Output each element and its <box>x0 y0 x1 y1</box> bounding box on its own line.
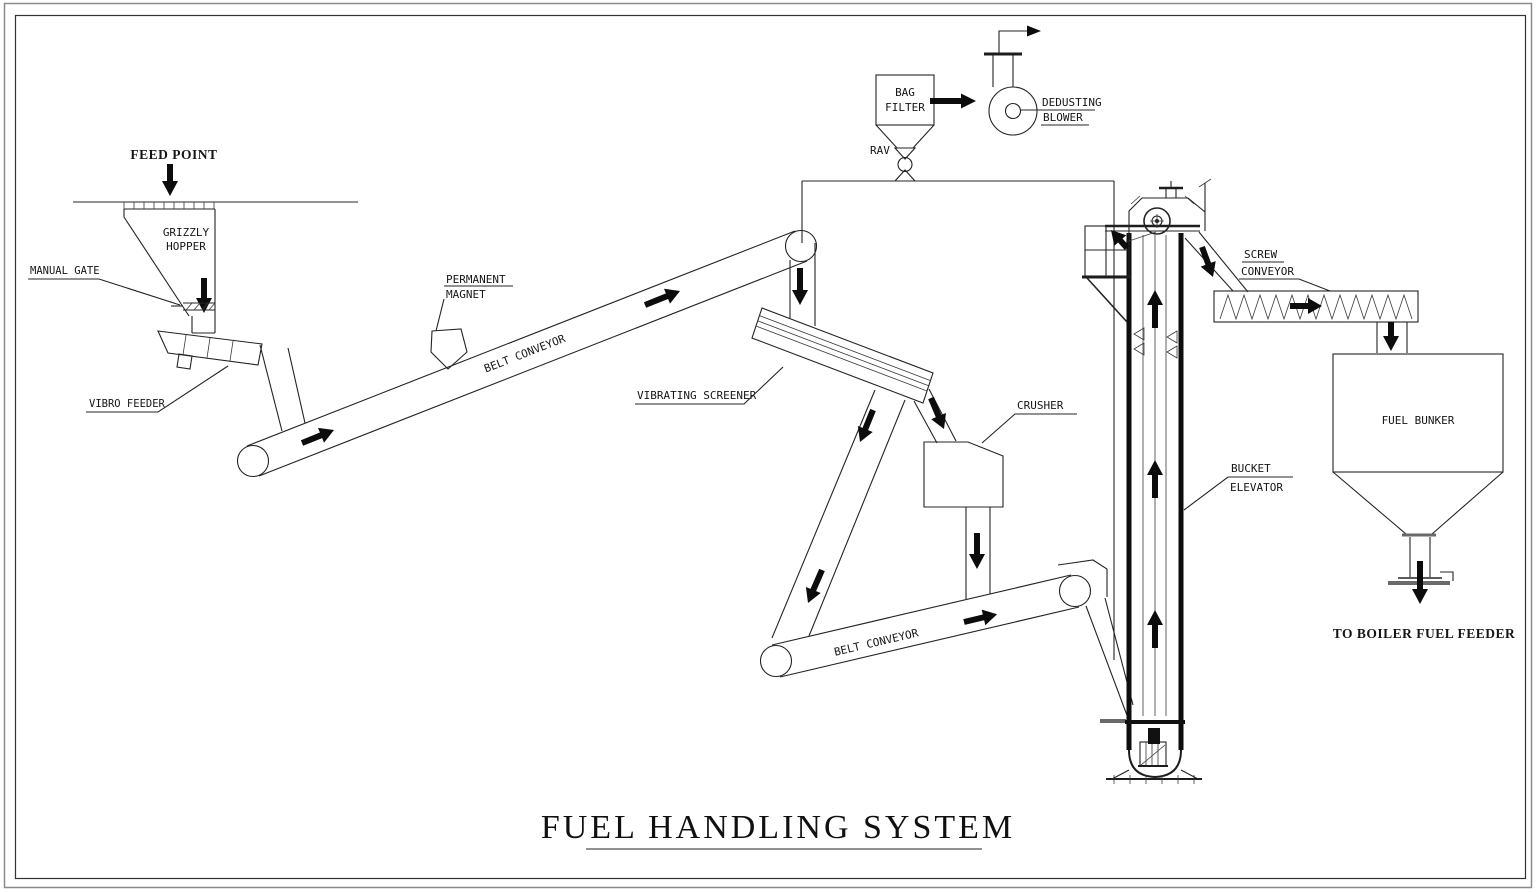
blower-volute <box>988 86 1038 136</box>
bag-filter-label-line1: BAG <box>895 86 915 99</box>
dedusting-duct <box>801 178 1212 660</box>
down-arrow-icon <box>805 568 825 603</box>
rav-label: RAV <box>870 144 890 157</box>
ground-line <box>73 201 358 210</box>
flow-arrow-icon <box>963 609 998 626</box>
crusher-label: CRUSHER <box>1017 399 1064 412</box>
blower-hub <box>1004 102 1022 120</box>
flow-arrow-icon <box>643 288 680 308</box>
dedusting-blower-label-line1: DEDUSTING <box>1042 96 1102 109</box>
feed-point-label: FEED POINT <box>130 147 217 162</box>
vibro-feeder-leader <box>86 365 229 413</box>
vibrating-screener-label: VIBRATING SCREENER <box>637 389 757 402</box>
permanent-magnet-label-line2: MAGNET <box>446 288 486 301</box>
bunker-feed-spout <box>1376 322 1408 353</box>
up-arrow-icon <box>1147 610 1163 648</box>
bag-filter-label-line2: FILTER <box>885 101 925 114</box>
permanent-magnet-leader <box>435 298 445 332</box>
to-boiler-fuel-feeder-label: TO BOILER FUEL FEEDER <box>1333 626 1515 641</box>
drawing-frame <box>3 2 1533 889</box>
screw-trough <box>1213 290 1419 323</box>
vibrating-screener-leader <box>635 366 784 405</box>
head-pulley <box>784 229 818 263</box>
support-brace <box>1086 277 1128 323</box>
down-arrow-icon <box>196 278 212 313</box>
down-arrow-icon <box>162 164 178 196</box>
screw-flight <box>1219 293 1413 321</box>
flow-arrow-icon <box>1290 298 1322 314</box>
belt-conveyor-upper: BELT CONVEYOR <box>236 229 818 478</box>
down-arrow-icon <box>1412 561 1428 604</box>
head-pulley <box>1143 207 1171 235</box>
screener-underflow-chute <box>771 389 906 639</box>
crusher: CRUSHER <box>913 388 1077 599</box>
down-arrow-icon <box>792 268 808 305</box>
bag-filter: BAG FILTER <box>875 74 935 149</box>
bucket-symbols <box>1133 327 1178 359</box>
dedusting-blower-label-line2: BLOWER <box>1043 111 1083 124</box>
fuel-bunker: FUEL BUNKER TO BOILER FUEL FEEDER <box>1332 353 1515 641</box>
feed-point: FEED POINT <box>130 147 217 196</box>
duct-flow-arrow-icon <box>930 93 976 109</box>
screw-conveyor: SCREW CONVEYOR <box>1184 231 1419 353</box>
exhaust-arrow-icon <box>1027 25 1041 37</box>
vibro-feeder: VIBRO FEEDER <box>86 330 306 432</box>
down-arrow-icon <box>1383 322 1399 351</box>
screw-conveyor-leader <box>1239 278 1331 292</box>
down-arrow-icon <box>857 408 876 442</box>
dust-flow-arrow-icon <box>1111 230 1130 250</box>
crusher-leader <box>981 413 1077 444</box>
grizzly-hopper-label-line2: HOPPER <box>166 240 206 253</box>
bucket-elevator-leader <box>1183 476 1293 511</box>
vibro-feeder-label: VIBRO FEEDER <box>89 398 166 410</box>
rotary-air-valve: RAV <box>870 144 917 182</box>
head-discharge-chute <box>1184 231 1249 293</box>
down-arrow-icon <box>969 533 985 569</box>
manual-gate-leader <box>28 278 181 306</box>
exhaust-stack <box>998 30 1027 53</box>
crusher-inlet-chute <box>913 388 957 444</box>
permanent-magnet-label-line1: PERMANENT <box>446 273 506 286</box>
bucket-elevator-label-line2: ELEVATOR <box>1230 481 1283 494</box>
crusher-discharge-chute <box>965 507 991 599</box>
head-transfer-hood <box>1057 559 1108 597</box>
feeder-discharge-chute <box>259 344 306 432</box>
boot-feed-chute <box>1085 597 1134 719</box>
permanent-magnet: PERMANENT MAGNET <box>430 273 513 370</box>
down-arrow-icon <box>1199 246 1216 277</box>
vent-pipe <box>1165 189 1177 198</box>
grizzly-hopper: GRIZZLY HOPPER <box>123 209 216 334</box>
dedusting-blower: DEDUSTING BLOWER <box>984 25 1102 136</box>
fuel-bunker-label: FUEL BUNKER <box>1382 414 1455 427</box>
head-pulley <box>1058 574 1092 608</box>
elevator-boot <box>1106 728 1202 784</box>
elevator-head <box>1082 181 1206 323</box>
flow-arrow-icon <box>300 427 334 446</box>
tail-pulley <box>236 444 270 478</box>
elevator-casing <box>1126 233 1184 750</box>
bucket-elevator: BUCKET ELEVATOR <box>1082 181 1293 784</box>
manual-gate-label: MANUAL GATE <box>30 265 100 277</box>
drive-platform <box>1084 225 1130 277</box>
screw-conveyor-label-line1: SCREW <box>1244 248 1277 261</box>
bucket-elevator-label-line1: BUCKET <box>1231 462 1271 475</box>
tail-pulley <box>759 644 793 678</box>
grizzly-hopper-label-line1: GRIZZLY <box>163 226 210 239</box>
down-arrow-icon <box>928 396 946 429</box>
screw-conveyor-label-line2: CONVEYOR <box>1241 265 1294 278</box>
manual-gate: MANUAL GATE <box>28 265 216 311</box>
drawing-title: FUEL HANDLING SYSTEM <box>541 809 1015 850</box>
vibrating-screener: VIBRATING SCREENER <box>635 307 934 405</box>
transfer-chute-to-screener <box>789 243 816 326</box>
up-arrow-icon <box>1147 460 1163 498</box>
belt-conveyor-upper-label: BELT CONVEYOR <box>482 332 567 376</box>
up-arrow-icon <box>1147 290 1163 328</box>
title-text: FUEL HANDLING SYSTEM <box>541 809 1015 846</box>
